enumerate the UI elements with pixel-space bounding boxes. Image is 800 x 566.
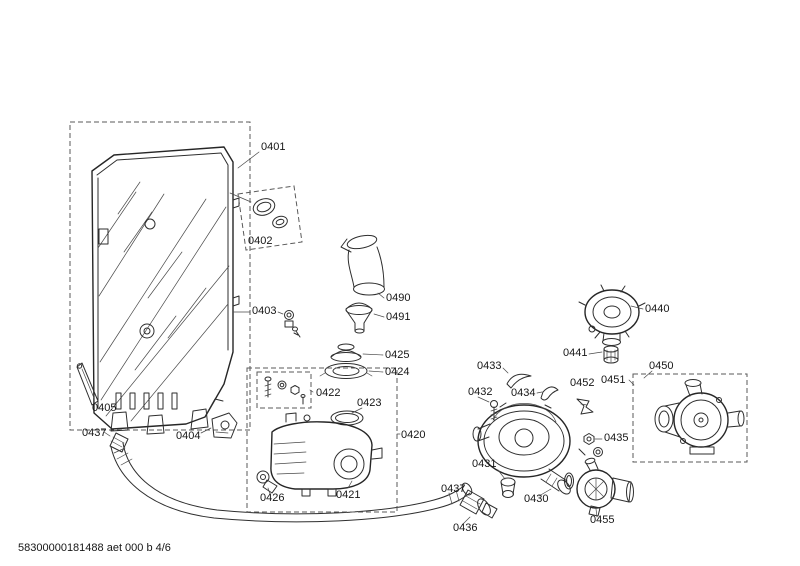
seal-rings-0402-drawing	[229, 185, 303, 251]
part-label-0451: 0451	[601, 374, 625, 386]
clip-0452-drawing	[576, 398, 594, 415]
fasteners-0435-drawing	[578, 433, 603, 457]
part-label-0423: 0423	[357, 397, 381, 409]
part-label-0424: 0424	[385, 366, 409, 378]
part-label-0437-right: 0437	[441, 483, 465, 495]
part-label-0437-left: 0437	[82, 427, 106, 439]
part-label-0435: 0435	[604, 432, 628, 444]
circulation-pump-0450-drawing	[628, 370, 748, 463]
part-labels: 0401 0402 0403 0404 0405 0437 0490 0491 …	[82, 141, 673, 534]
part-label-0436: 0436	[453, 522, 477, 534]
sump-basin-assembly-drawing	[472, 367, 571, 498]
part-label-0455: 0455	[590, 514, 614, 526]
part-label-0430: 0430	[524, 493, 548, 505]
part-label-0450: 0450	[649, 360, 673, 372]
part-label-0404: 0404	[176, 430, 200, 442]
grommet-0403-drawing	[233, 310, 301, 338]
part-label-0402: 0402	[248, 235, 272, 247]
twist-ring-0440-drawing	[578, 284, 646, 346]
ring-0424-drawing	[319, 363, 384, 379]
part-label-0421: 0421	[336, 489, 360, 501]
drain-pump-0455-drawing	[564, 457, 634, 518]
part-label-0433: 0433	[477, 360, 501, 372]
part-label-0431: 0431	[472, 458, 496, 470]
part-label-0403: 0403	[252, 305, 276, 317]
part-label-0420: 0420	[401, 429, 425, 441]
part-label-0490: 0490	[386, 292, 410, 304]
part-label-0426: 0426	[260, 492, 284, 504]
part-label-0452: 0452	[570, 377, 594, 389]
part-label-0440: 0440	[645, 303, 669, 315]
cap-0425-drawing	[330, 343, 384, 362]
funnel-0491-drawing	[345, 302, 385, 334]
side-panel-drawing	[91, 146, 240, 435]
part-label-0401: 0401	[261, 141, 285, 153]
strip-0405-drawing	[76, 362, 99, 406]
heat-pump-assembly-0420-drawing	[246, 367, 401, 513]
part-label-0422: 0422	[316, 387, 340, 399]
jug-0490-drawing	[340, 234, 385, 299]
part-label-0405: 0405	[92, 402, 116, 414]
part-label-0434: 0434	[511, 387, 535, 399]
part-label-0441: 0441	[563, 347, 587, 359]
part-label-0491: 0491	[386, 311, 410, 323]
document-code: 58300000181488 aet 000 b 4/6	[18, 542, 171, 554]
drain-hose-drawing	[103, 431, 498, 526]
cap-0441-drawing	[588, 345, 619, 364]
group-frame-0401	[69, 121, 260, 431]
part-label-0425: 0425	[385, 349, 409, 361]
part-label-0432: 0432	[468, 386, 492, 398]
mount-bracket-0404-drawing	[200, 412, 238, 439]
